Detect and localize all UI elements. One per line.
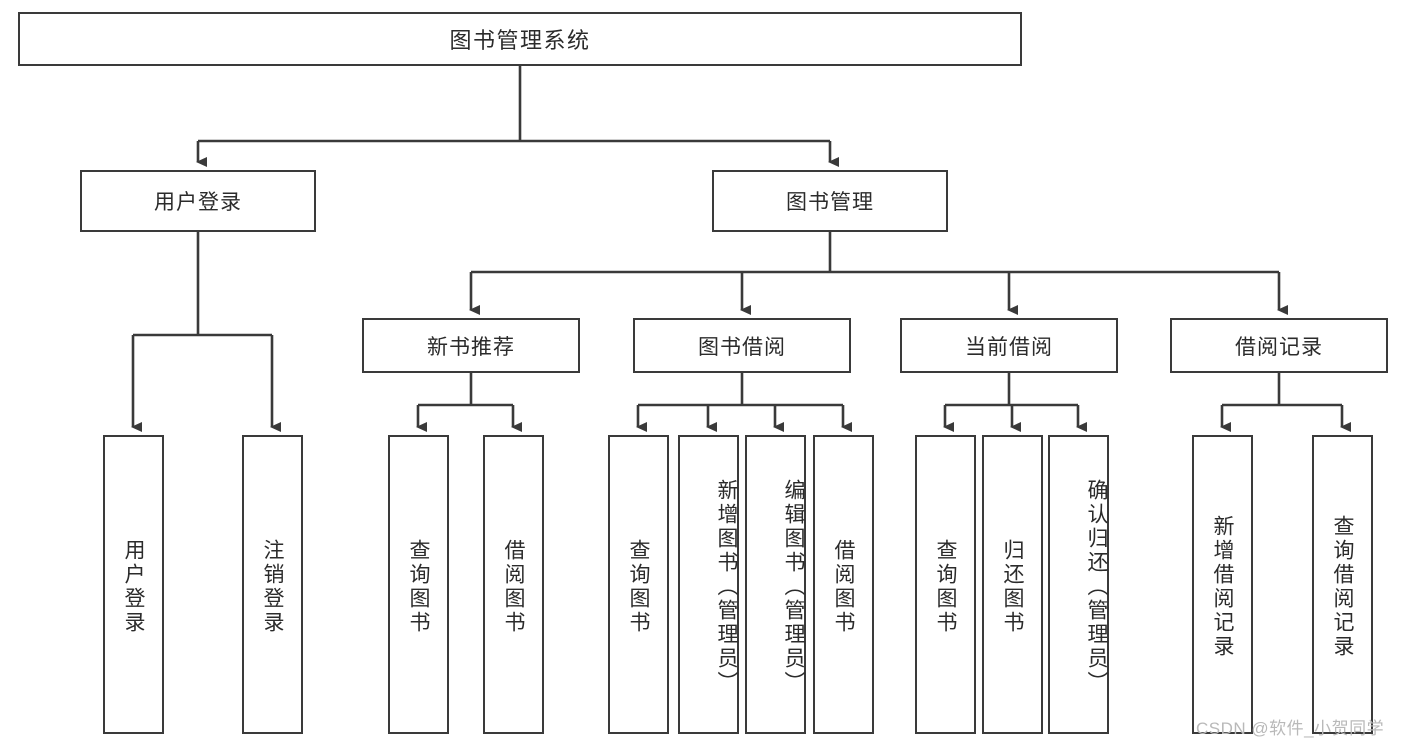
node-root[interactable]: 图书管理系统: [18, 12, 1022, 66]
node-leaf-return-book[interactable]: 归还图书: [982, 435, 1043, 734]
node-book-manage-label: 图书管理: [786, 191, 874, 214]
node-leaf-query-book-1-label: 查询图书: [407, 538, 430, 635]
node-user-login[interactable]: 用户登录: [80, 170, 316, 232]
node-leaf-return-book-label: 归还图书: [1001, 538, 1024, 635]
node-leaf-query-book-2[interactable]: 查询图书: [608, 435, 669, 734]
node-leaf-query-record[interactable]: 查询借阅记录: [1312, 435, 1373, 734]
node-leaf-query-record-label: 查询借阅记录: [1331, 514, 1354, 659]
node-borrow-record-label: 借阅记录: [1235, 335, 1323, 359]
node-leaf-query-book-1[interactable]: 查询图书: [388, 435, 449, 734]
node-leaf-add-record[interactable]: 新增借阅记录: [1192, 435, 1253, 734]
node-leaf-query-book-3-label: 查询图书: [934, 538, 957, 635]
node-leaf-query-book-2-label: 查询图书: [627, 538, 650, 635]
node-leaf-user-login[interactable]: 用户登录: [103, 435, 164, 734]
node-leaf-confirm-return[interactable]: 确认归还（管理员）: [1048, 435, 1109, 734]
node-leaf-add-record-label: 新增借阅记录: [1211, 514, 1234, 659]
node-borrow-record[interactable]: 借阅记录: [1170, 318, 1388, 373]
node-leaf-user-login-label: 用户登录: [122, 538, 145, 635]
node-new-book-recommend-label: 新书推荐: [427, 335, 515, 359]
node-leaf-borrow-book-1-label: 借阅图书: [502, 538, 525, 635]
node-leaf-borrow-book-1[interactable]: 借阅图书: [483, 435, 544, 734]
node-leaf-confirm-return-label: 确认归还（管理员）: [1085, 478, 1108, 695]
node-leaf-query-book-3[interactable]: 查询图书: [915, 435, 976, 734]
node-root-label: 图书管理系统: [449, 28, 591, 53]
node-leaf-logout-label: 注销登录: [261, 538, 284, 635]
watermark: CSDN @软件_小贺同学: [1196, 719, 1385, 738]
node-leaf-edit-book-label: 编辑图书（管理员）: [782, 478, 805, 695]
node-leaf-borrow-book-2-label: 借阅图书: [832, 538, 855, 635]
node-leaf-borrow-book-2[interactable]: 借阅图书: [813, 435, 874, 734]
node-book-manage[interactable]: 图书管理: [712, 170, 948, 232]
node-user-login-label: 用户登录: [154, 191, 242, 214]
node-leaf-add-book[interactable]: 新增图书（管理员）: [678, 435, 739, 734]
node-new-book-recommend[interactable]: 新书推荐: [362, 318, 580, 373]
node-leaf-edit-book[interactable]: 编辑图书（管理员）: [745, 435, 806, 734]
node-current-borrow[interactable]: 当前借阅: [900, 318, 1118, 373]
node-current-borrow-label: 当前借阅: [965, 335, 1053, 359]
node-leaf-logout[interactable]: 注销登录: [242, 435, 303, 734]
node-book-borrow[interactable]: 图书借阅: [633, 318, 851, 373]
node-book-borrow-label: 图书借阅: [698, 335, 786, 359]
node-leaf-add-book-label: 新增图书（管理员）: [715, 478, 738, 695]
